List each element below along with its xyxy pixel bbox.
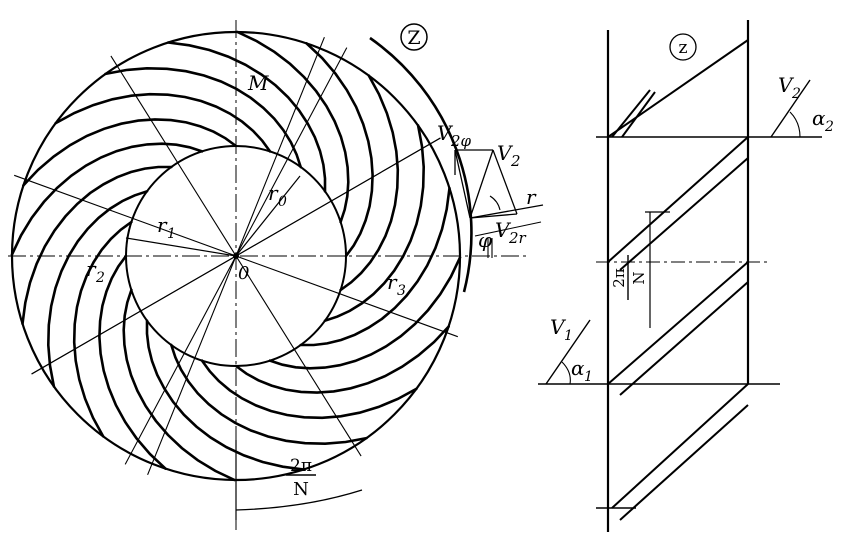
- cascade-blade: [619, 157, 749, 271]
- label-v2phi-sub: 2φ: [450, 132, 472, 150]
- impeller-blade: [145, 319, 306, 471]
- impeller-blade: [268, 256, 462, 370]
- alpha2-arc: [789, 111, 801, 138]
- label-v2r-sub: 2r: [508, 229, 527, 247]
- impeller-blade: [72, 220, 133, 438]
- r1-line: [125, 237, 237, 257]
- label-v1: V: [550, 315, 567, 339]
- title-circle-left: [400, 23, 428, 51]
- impeller-blade: [22, 118, 238, 187]
- volute-arc: [369, 36, 473, 293]
- r0-line: [235, 175, 301, 257]
- title-left: Z: [407, 27, 420, 49]
- impeller-blade: [104, 66, 302, 169]
- label-v2: V: [497, 141, 514, 165]
- impeller-blade: [323, 124, 426, 322]
- label-alpha1-sub: 1: [584, 369, 593, 385]
- label-r0: r: [268, 181, 279, 205]
- impeller-blade: [339, 74, 400, 292]
- pitch-numerator-left: 2π: [290, 456, 312, 476]
- impeller-blade: [234, 325, 450, 394]
- label-r2: r: [86, 257, 97, 281]
- label-O: 0: [238, 263, 249, 284]
- cascade-blade: [619, 281, 749, 396]
- label-r2-sub: 2: [95, 270, 105, 286]
- cascade-blade: [607, 261, 749, 385]
- impeller-blade: [98, 254, 167, 470]
- cascade-development-view: z V 1 α 1 V 2 α 2 2π N: [538, 20, 834, 532]
- label-r3-sub: 3: [397, 283, 406, 299]
- outlet-velocity-triangle: [454, 149, 544, 258]
- label-alpha2: α: [812, 106, 826, 130]
- label-alpha2-sub: 2: [824, 119, 834, 135]
- impeller-front-view: Z M r 0 r 1 r 2 r 3 0 V 2φ V 2 r φ V 2r …: [8, 20, 544, 530]
- label-r0-sub: 0: [278, 194, 287, 210]
- impeller-blade: [170, 343, 368, 446]
- cascade-blade: [607, 39, 749, 138]
- label-v1-sub: 1: [564, 328, 573, 344]
- pitch-dim-arc: [235, 489, 363, 511]
- alpha1-arc: [561, 361, 571, 385]
- title-circle-right: [669, 33, 697, 61]
- impeller-blade: [122, 288, 236, 482]
- cascade-blade: [619, 404, 749, 521]
- label-v2r: V: [495, 218, 512, 242]
- label-r-axis: r: [526, 185, 537, 209]
- impeller-blade: [236, 30, 350, 224]
- label-v2phi: V: [437, 121, 454, 145]
- v1-arrow: [545, 319, 591, 385]
- pitch-label-right: 2π N: [610, 268, 648, 288]
- label-alpha1: α: [571, 356, 585, 380]
- cascade-blade: [621, 91, 656, 138]
- cascade-blade-group: [607, 39, 749, 521]
- impeller-blade: [166, 41, 327, 193]
- title-right: z: [679, 38, 688, 58]
- impeller-blade: [200, 359, 418, 420]
- impeller-blade: [10, 142, 204, 256]
- label-M: M: [247, 71, 269, 95]
- cascade-blade: [611, 383, 749, 509]
- impeller-blade: [299, 186, 451, 347]
- cascade-blade: [607, 136, 749, 263]
- pitch-denominator-right: N: [630, 271, 648, 284]
- label-v2-right-sub: 2: [791, 86, 801, 102]
- impeller-blade: [21, 165, 173, 326]
- label-v2-sub: 2: [510, 152, 521, 170]
- impeller-blade: [305, 42, 374, 258]
- label-r1-sub: 1: [167, 226, 176, 242]
- cascade-blade: [611, 89, 651, 138]
- pitch-numerator-right: 2π: [610, 268, 628, 288]
- label-v2-right: V: [778, 73, 795, 97]
- impeller-blade: [54, 92, 272, 153]
- impeller-blade: [46, 190, 149, 388]
- v2-arrow: [770, 79, 811, 138]
- pitch-denominator-left: N: [293, 479, 309, 500]
- label-r1: r: [157, 213, 168, 237]
- label-r3: r: [387, 270, 398, 294]
- label-phi: φ: [478, 228, 492, 252]
